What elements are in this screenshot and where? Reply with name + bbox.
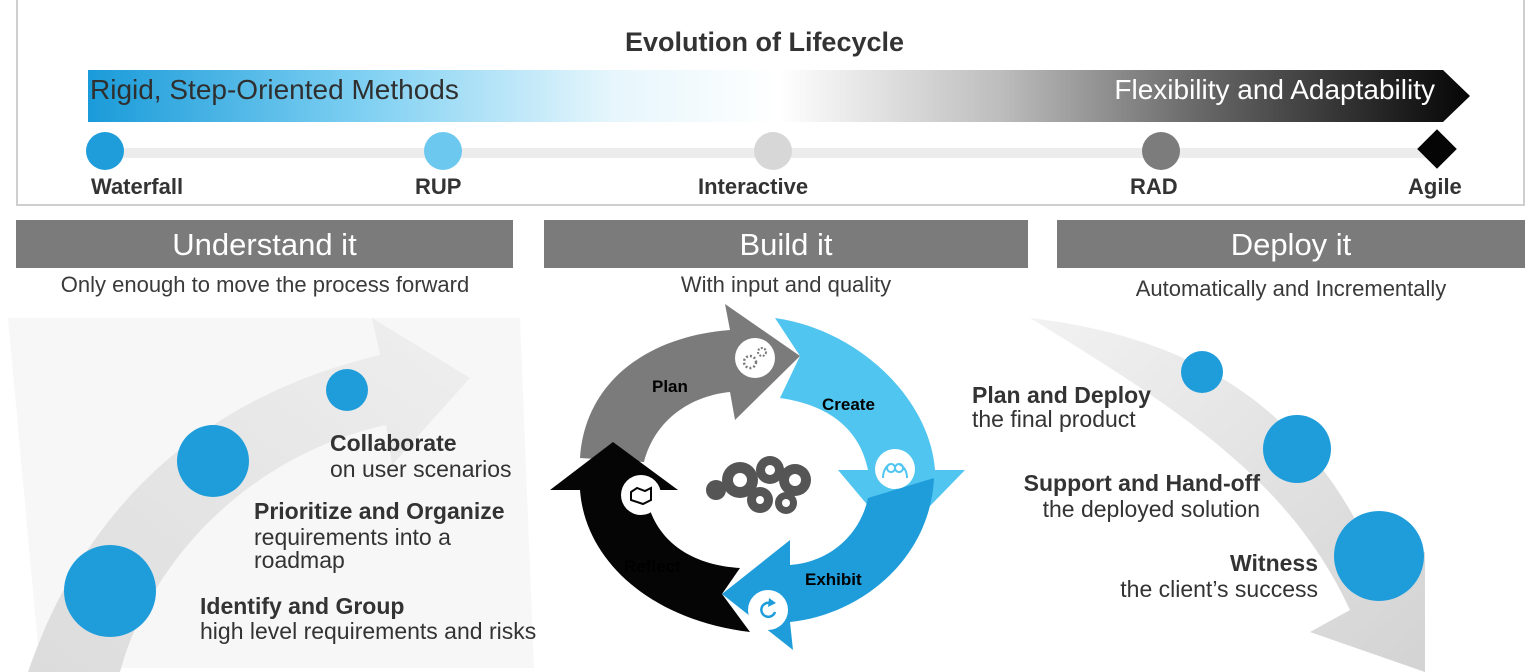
rup-marker (424, 132, 462, 170)
phase-header-build: Build it (544, 220, 1028, 268)
handshake-icon (621, 475, 661, 515)
identify-dot (64, 545, 156, 637)
phase-subtitle-deploy: Automatically and Incrementally (1135, 276, 1447, 301)
step-title-collaborate: Collaborate (330, 430, 457, 456)
cycle-label-plan: Plan (652, 377, 688, 396)
timeline-label-agile: Agile (1408, 174, 1462, 199)
refresh-icon (748, 590, 788, 630)
step-desc-collaborate: on user scenarios (330, 456, 512, 482)
step-title-identify: Identify and Group (200, 593, 405, 619)
timeline-label-rup: RUP (415, 174, 462, 199)
support-handoff-dot (1263, 415, 1331, 483)
gear-cluster-icon (706, 456, 811, 514)
cycle-plan-segment (580, 304, 800, 462)
step-desc-support-handoff: the deployed solution (1042, 496, 1260, 522)
rigid-methods-label: Rigid, Step-Oriented Methods (90, 74, 459, 105)
witness-dot (1334, 511, 1424, 601)
step-title-plan-deploy: Plan and Deploy (972, 382, 1151, 408)
step-desc-prioritize-line2: roadmap (254, 547, 345, 573)
step-desc-plan-deploy: the final product (972, 406, 1136, 432)
waterfall-marker (86, 132, 124, 170)
cycle-label-exhibit: Exhibit (805, 570, 862, 589)
cycle-label-create: Create (822, 395, 875, 414)
step-desc-witness: the client’s success (1120, 576, 1318, 602)
timeline-label-waterfall: Waterfall (91, 174, 184, 199)
plan-deploy-dot (1181, 351, 1223, 393)
prioritize-dot (177, 425, 249, 497)
flexibility-label: Flexibility and Adaptability (1114, 74, 1435, 105)
rad-marker (1142, 132, 1180, 170)
step-title-witness: Witness (1230, 550, 1318, 576)
timeline-label-rad: RAD (1130, 174, 1178, 199)
phase-subtitle-understand: Only enough to move the process forward (60, 272, 470, 297)
step-title-support-handoff: Support and Hand-off (1023, 470, 1260, 496)
people-icon (875, 449, 915, 489)
phase-subtitle-build: With input and quality (680, 272, 892, 297)
step-desc-prioritize-line1: requirements into a (254, 524, 451, 550)
gears-icon (735, 338, 775, 378)
lifecycle-panel (16, 0, 1525, 206)
lifecycle-title: Evolution of Lifecycle (624, 27, 905, 57)
cycle-reflect-segment (550, 442, 750, 632)
phase-header-understand: Understand it (16, 220, 513, 268)
cycle-label-reflect: Reflect (624, 557, 681, 576)
evolution-gradient-arrow (88, 70, 1470, 122)
interactive-marker (754, 132, 792, 170)
timeline-label-interactive: Interactive (698, 174, 809, 199)
step-title-prioritize: Prioritize and Organize (254, 498, 505, 524)
collaborate-dot (326, 369, 368, 411)
deploy-curved-arrow (1030, 318, 1425, 672)
phase-header-deploy: Deploy it (1057, 220, 1525, 268)
step-desc-identify: high level requirements and risks (200, 618, 537, 644)
